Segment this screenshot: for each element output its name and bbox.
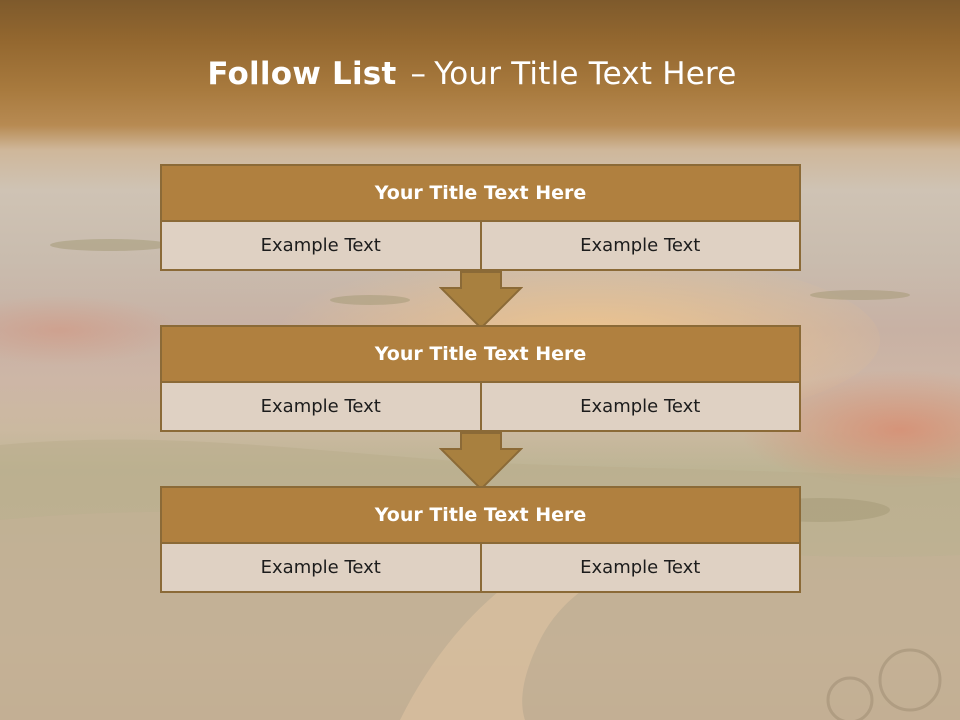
step-row: Example Text Example Text [162, 383, 799, 430]
step-row: Example Text Example Text [162, 222, 799, 269]
step-title: Your Title Text Here [162, 166, 799, 222]
step-row: Example Text Example Text [162, 544, 799, 591]
title-bold-part: Follow List [207, 56, 397, 92]
title-dash: – [410, 56, 427, 92]
down-arrow-icon [439, 271, 523, 329]
title-rest-part: Your Title Text Here [434, 56, 737, 92]
step-right-cell: Example Text [479, 222, 800, 269]
step-block-2: Your Title Text Here Example Text Exampl… [160, 325, 801, 432]
step-block-1: Your Title Text Here Example Text Exampl… [160, 164, 801, 271]
down-arrow-icon [439, 432, 523, 490]
step-title: Your Title Text Here [162, 488, 799, 544]
step-right-cell: Example Text [479, 544, 800, 591]
step-left-cell: Example Text [260, 396, 381, 417]
slide-title: Follow List–Your Title Text Here [0, 56, 944, 92]
step-title: Your Title Text Here [162, 327, 799, 383]
step-block-3: Your Title Text Here Example Text Exampl… [160, 486, 801, 593]
step-left-cell: Example Text [260, 557, 381, 578]
step-right-cell: Example Text [479, 383, 800, 430]
step-left-cell: Example Text [260, 235, 381, 256]
